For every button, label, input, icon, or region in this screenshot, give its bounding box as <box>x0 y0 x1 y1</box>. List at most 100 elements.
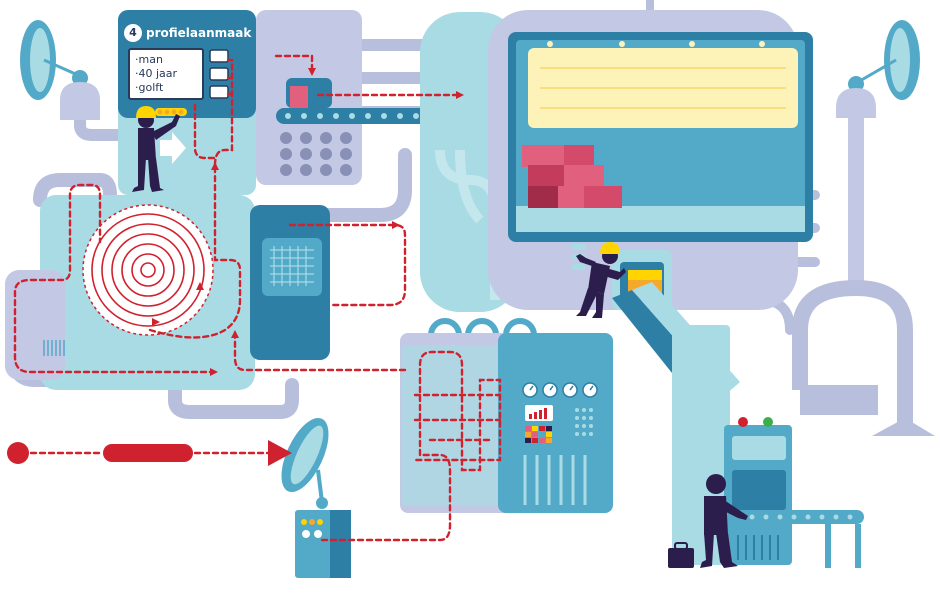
bar-chart-bars <box>529 408 547 419</box>
worker-body <box>138 128 156 160</box>
flow-dish-to-machine <box>320 453 452 542</box>
worker-arm-2 <box>604 268 626 280</box>
spiral-rings <box>91 213 205 327</box>
color-matrix <box>525 426 552 443</box>
gauge-needles <box>529 385 594 391</box>
pipe-dish-mount-left <box>74 104 124 141</box>
profile-attribute-hobby: ·golft <box>135 81 164 94</box>
processing-machine <box>400 318 613 513</box>
briefcase-handle <box>674 542 688 550</box>
flow-to-conveyor-top <box>274 54 314 72</box>
briefcase <box>668 548 694 568</box>
dish-pivot <box>316 497 328 509</box>
flow-machine-maze-2 <box>413 393 502 442</box>
dish-inner <box>290 425 324 485</box>
tower-legs <box>792 280 913 425</box>
arrow-spiral-2 <box>152 318 160 326</box>
profile-attribute-age: ·40 jaar <box>135 67 178 80</box>
flow-spiral-out <box>148 163 242 339</box>
vent-slots <box>523 455 587 505</box>
green-light <box>763 417 773 427</box>
worker-screen-machine <box>576 242 626 318</box>
dish-inner <box>890 28 910 92</box>
worker-profile-station <box>132 106 180 192</box>
machine-body-right <box>498 333 613 513</box>
dish-pivot <box>72 70 88 86</box>
worker-body <box>588 262 610 294</box>
flow-start-dot <box>7 442 29 464</box>
machine-grid <box>270 246 314 286</box>
arrow-up-2 <box>231 330 239 338</box>
output-rollers <box>749 514 853 520</box>
note-pins <box>547 41 765 47</box>
packing-station <box>612 282 864 568</box>
flow-middle-up <box>288 223 407 307</box>
conveyor-legs <box>825 524 861 568</box>
dish-pivot <box>848 76 864 92</box>
tower-foot <box>872 418 935 436</box>
dish-base <box>60 82 100 120</box>
flow-data-packet <box>103 444 193 462</box>
note-lines <box>540 67 786 109</box>
output-conveyor <box>740 510 864 524</box>
arrow-up <box>211 162 219 170</box>
flow-arrow-into-dish <box>268 440 292 466</box>
control-box-lights <box>301 519 323 538</box>
packer-window <box>732 470 786 510</box>
dish-arm <box>857 58 897 84</box>
tower-shaft <box>848 118 864 288</box>
pink-block-stack <box>522 145 622 208</box>
worker-arm <box>722 500 748 520</box>
worker-legs <box>132 158 164 192</box>
worker-legs <box>576 288 604 318</box>
profile-attribute-gender: ·man <box>135 53 163 66</box>
flow-arrowheads <box>7 68 464 466</box>
pipe-left-loop <box>33 173 117 267</box>
dot-panel <box>575 408 593 436</box>
profile-attributes-box: ·man ·40 jaar ·golft <box>128 48 204 100</box>
flow-machine-maze <box>413 350 502 472</box>
spiral-machine <box>5 195 330 390</box>
pipe-bottom-u <box>168 373 299 419</box>
arrow-right-icon <box>160 132 186 164</box>
indicator-lights <box>155 108 187 116</box>
worker-arm <box>576 254 596 266</box>
worker-arm <box>152 114 180 140</box>
worker-body <box>704 496 728 535</box>
arrow-right <box>456 91 464 99</box>
dish-stem <box>316 469 324 503</box>
package-top <box>628 270 662 280</box>
data-flow <box>13 54 502 542</box>
station-toggle-1 <box>209 49 229 63</box>
packer-top-panel <box>732 436 786 460</box>
red-light <box>738 417 748 427</box>
pipe-middle-s <box>293 148 412 222</box>
conveyor-box-1-pink <box>290 86 308 108</box>
arrow-middle <box>392 221 400 229</box>
satellite-dish-top-right <box>792 20 935 436</box>
worker-packing-station <box>668 474 748 568</box>
arrow-right-2 <box>210 368 218 376</box>
satellite-dish-bottom <box>281 417 351 578</box>
packer-vents <box>737 535 779 560</box>
vent-stripes <box>43 340 65 356</box>
control-box-side <box>330 510 351 578</box>
machine-grid-panel <box>262 238 322 296</box>
machine-body-left <box>5 270 65 380</box>
screen-machine <box>420 10 813 312</box>
step-number-badge: 4 <box>124 24 142 42</box>
gear-zone <box>402 345 502 505</box>
hardhat <box>136 106 156 118</box>
dish-inner <box>30 28 50 92</box>
screen-floor <box>516 206 805 232</box>
hardhat <box>600 242 620 254</box>
worker-head <box>706 474 726 494</box>
profile-panel-title: profielaanmaak <box>146 26 252 40</box>
station-toggle-3 <box>209 85 229 99</box>
flow-station-out <box>213 58 234 167</box>
station-toggle-2 <box>209 67 229 81</box>
worker-legs <box>700 533 738 568</box>
flow-station-loop <box>193 103 217 160</box>
arrow-down <box>308 68 316 76</box>
